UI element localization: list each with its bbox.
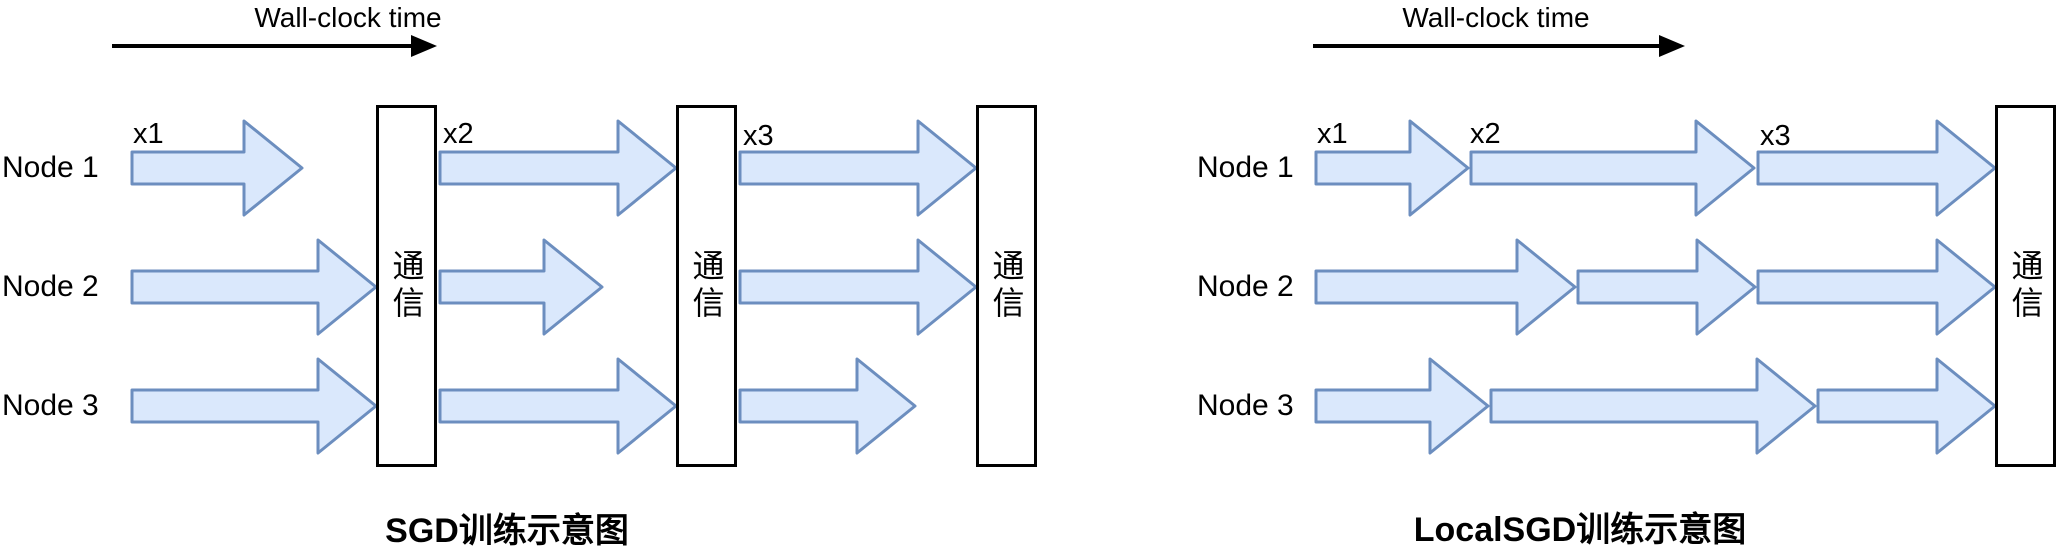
step-label-sgd-x2: x2 [443, 118, 474, 150]
step-arrow-sgd-node3-step2 [438, 357, 678, 455]
comm-box-label: 通信 [988, 249, 1025, 323]
comm-box-localsgd-1: 通信 [1995, 105, 2056, 467]
comm-box-label: 通信 [388, 249, 425, 323]
comm-box-label: 通信 [688, 249, 725, 323]
node-label-sgd-2: Node 2 [2, 270, 99, 303]
step-arrow-sgd-node1-step2 [438, 119, 678, 217]
step-arrow-localsgd-node3-step2 [1489, 357, 1817, 455]
wall-clock-arrowhead [1659, 35, 1685, 57]
node-label-localsgd-1: Node 1 [1197, 151, 1294, 184]
comm-box-sgd-2: 通信 [676, 105, 737, 467]
step-arrow-sgd-node2-step1 [130, 238, 378, 336]
step-arrow-localsgd-node3-step1 [1314, 357, 1490, 455]
step-label-sgd-x1: x1 [133, 118, 164, 150]
diagram-caption-sgd: SGD训练示意图 [385, 512, 629, 550]
step-label-localsgd-x2: x2 [1470, 118, 1501, 150]
node-label-sgd-3: Node 3 [2, 389, 99, 422]
step-arrow-sgd-node2-step3 [738, 238, 978, 336]
step-arrow-sgd-node2-step2 [438, 238, 604, 336]
comm-box-sgd-3: 通信 [976, 105, 1037, 467]
step-arrow-localsgd-node3-step3 [1816, 357, 1997, 455]
step-arrow-sgd-node3-step3 [738, 357, 917, 455]
step-arrow-localsgd-node1-step2 [1469, 119, 1756, 217]
node-label-localsgd-3: Node 3 [1197, 389, 1294, 422]
step-arrow-sgd-node1-step3 [738, 119, 978, 217]
node-label-sgd-1: Node 1 [2, 151, 99, 184]
wall-clock-label: Wall-clock time [254, 2, 442, 33]
step-arrow-localsgd-node1-step3 [1756, 119, 1997, 217]
step-label-localsgd-x3: x3 [1760, 120, 1791, 152]
step-arrow-localsgd-node2-step1 [1314, 238, 1577, 336]
step-label-sgd-x3: x3 [743, 120, 774, 152]
step-arrow-localsgd-node2-step2 [1576, 238, 1757, 336]
wall-clock-label: Wall-clock time [1402, 2, 1590, 33]
comm-box-sgd-1: 通信 [376, 105, 437, 467]
wall-clock-arrowhead [411, 35, 437, 57]
diagram-caption-localsgd: LocalSGD训练示意图 [1413, 511, 1747, 549]
step-label-localsgd-x1: x1 [1317, 118, 1348, 150]
step-arrow-sgd-node3-step1 [130, 357, 378, 455]
node-label-localsgd-2: Node 2 [1197, 270, 1294, 303]
step-arrow-localsgd-node2-step3 [1756, 238, 1997, 336]
comm-box-label: 通信 [2007, 249, 2044, 323]
